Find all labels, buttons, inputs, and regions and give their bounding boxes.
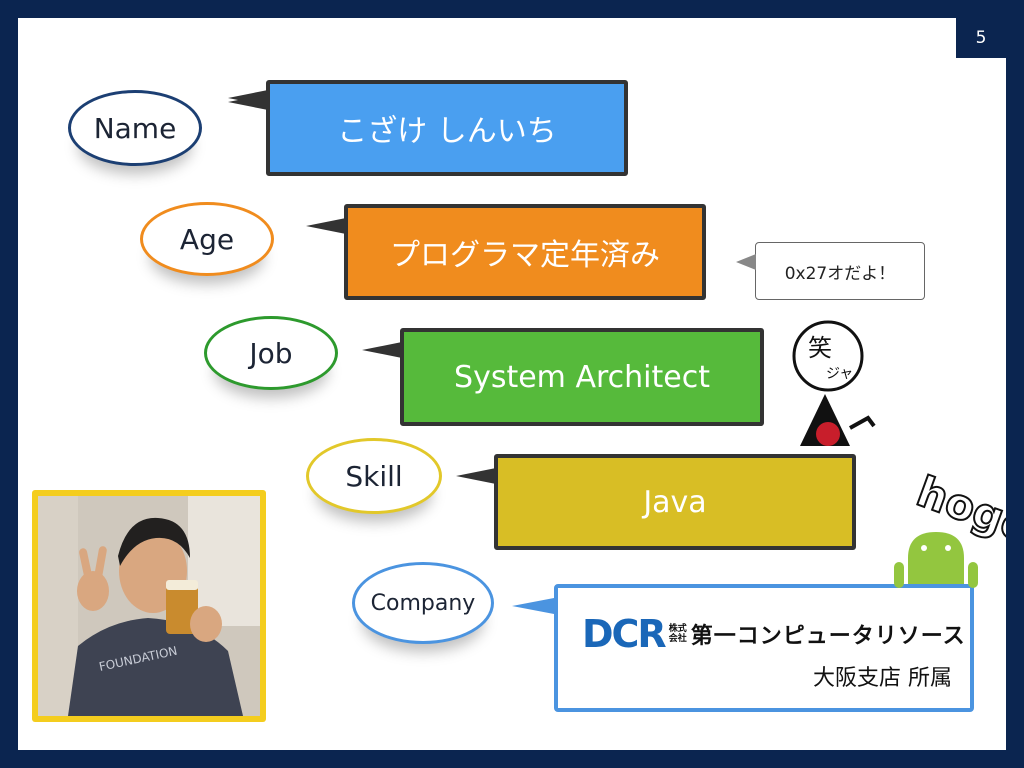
job-value: System Architect — [454, 359, 710, 395]
skill-label: Skill — [345, 459, 403, 493]
age-value-bubble: プログラマ定年済み — [306, 204, 706, 300]
skill-label-oval: Skill — [306, 438, 442, 514]
company-logo-mark: DCR — [582, 612, 667, 656]
skill-value: Java — [643, 484, 707, 520]
page-number: 5 — [956, 18, 1006, 58]
company-name: 第一コンピュータリソース — [690, 624, 966, 649]
stamp-duke-decoration-icon: 笑 ジャ — [792, 320, 876, 446]
job-label: Job — [249, 336, 293, 370]
company-kaisha-line2: 会社 — [668, 634, 687, 644]
company-kaisha-line1: 株式 — [668, 624, 687, 634]
company-label: Company — [370, 590, 476, 616]
age-note-text: 0x27オだよ！ — [784, 263, 896, 284]
company-logo: DCR 株式 会社 第一コンピュータリソース — [582, 612, 966, 656]
svg-text:笑: 笑 — [808, 334, 832, 362]
svg-text:ジャ: ジャ — [826, 366, 853, 382]
hoge-android-decoration-icon: hoge — [894, 466, 1006, 588]
company-bubble-tail — [512, 598, 554, 614]
name-label-oval: Name — [68, 90, 202, 166]
age-label-oval: Age — [140, 202, 274, 276]
age-label: Age — [179, 222, 235, 256]
profile-photo-illustration: FOUNDATION — [38, 496, 260, 716]
slide: 5 Name こざけ しんいち Age プログラマ定年済み 0x27オだよ！ J… — [18, 18, 1006, 750]
job-value-bubble: System Architect — [362, 328, 764, 426]
company-value-bubble: DCR 株式 会社 第一コンピュータリソース 大阪支店 所属 — [554, 584, 974, 712]
age-value: プログラマ定年済み — [390, 238, 660, 273]
name-value: こざけ しんいち — [337, 114, 557, 149]
profile-photo-frame: FOUNDATION — [32, 490, 266, 722]
company-label-oval: Company — [352, 562, 494, 644]
name-value-bubble: こざけ しんいち — [228, 80, 628, 176]
age-note: 0x27オだよ！ — [755, 242, 925, 300]
name-label: Name — [93, 111, 177, 145]
profile-photo: FOUNDATION — [38, 496, 260, 716]
skill-value-bubble: Java — [456, 454, 856, 550]
company-kaisha: 株式 会社 — [669, 624, 687, 644]
job-label-oval: Job — [204, 316, 338, 390]
age-note-tail — [736, 254, 756, 270]
company-branch: 大阪支店 所属 — [813, 666, 952, 691]
